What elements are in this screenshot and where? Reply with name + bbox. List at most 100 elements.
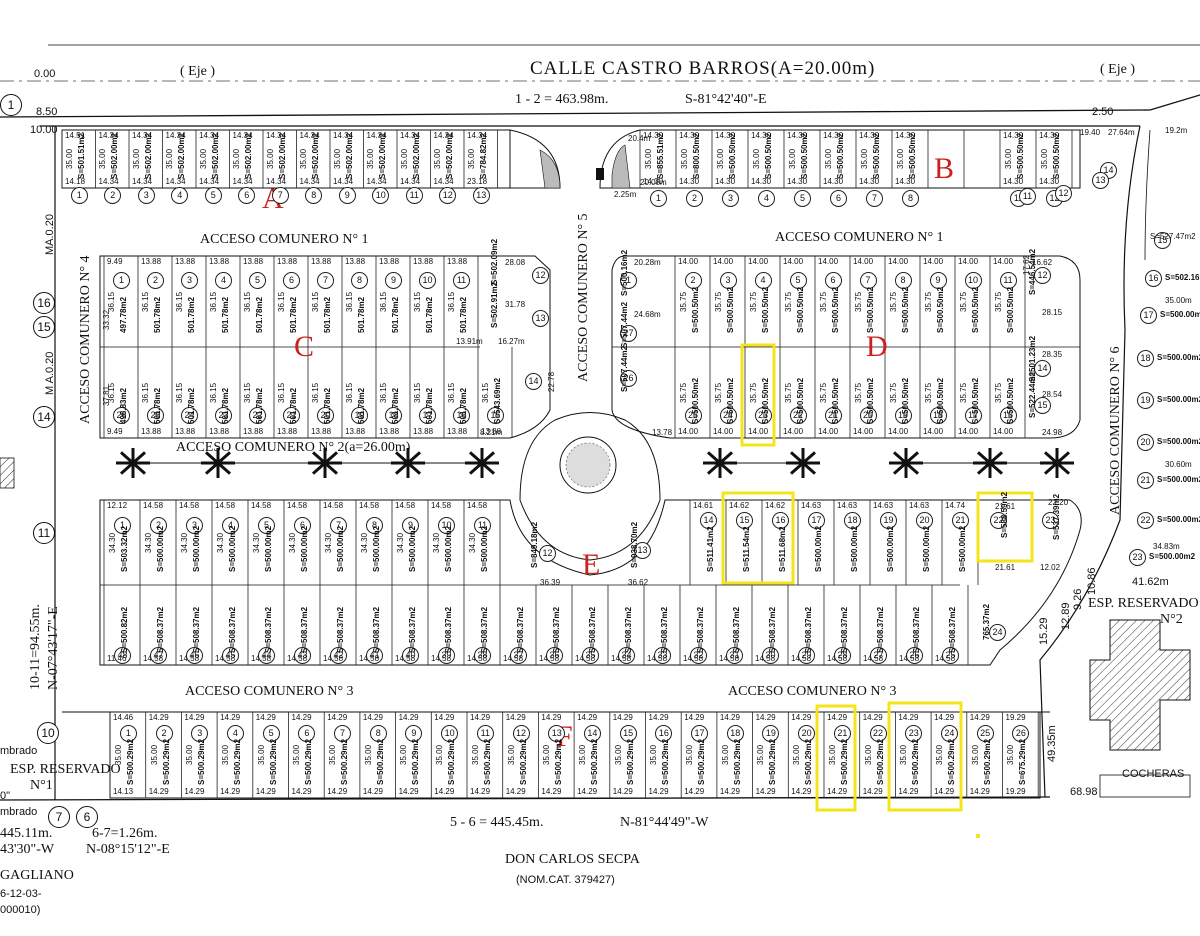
lot-dimension: 16.27m — [498, 337, 525, 346]
lot-dimension: 14.34 — [232, 131, 253, 140]
lot-dimension: 14.30 — [1003, 131, 1024, 140]
lot-dimension: 14.00 — [713, 427, 734, 436]
reserved-left-title: ESP. RESERVADO — [10, 762, 121, 777]
lot-area-label: S=500.50m2 — [690, 378, 700, 425]
lot-dimension: 14.58 — [467, 501, 488, 510]
lot-dimension: 35.00 — [232, 148, 242, 169]
lot-e-41: 41 — [366, 647, 383, 664]
lot-e-47: 47 — [150, 647, 167, 664]
lot-dimension: 35.75 — [923, 291, 933, 312]
lot-dimension: 35.00 — [824, 148, 833, 169]
lot-e-29: 29 — [798, 647, 815, 664]
lot-e-12: 12 — [539, 545, 556, 562]
lot-area-label: 501.78m2 — [357, 388, 366, 425]
lot-area-label: S=500.50m2 — [908, 133, 917, 180]
lot-e-26: 26 — [906, 647, 923, 664]
owner-name: DON CARLOS SECPA — [505, 852, 640, 867]
lot-e-11: 11 — [474, 517, 491, 534]
lot-dimension: 23.18 — [467, 177, 488, 186]
block-letter-e: E — [582, 548, 601, 581]
acceso-2: ACCESO COMUNERO N° 2(a=26.00m) — [176, 440, 411, 455]
left-partial-5: 000010) — [0, 904, 41, 916]
lot-f-20: 20 — [798, 725, 816, 742]
lot-dimension: 14.34 — [333, 131, 354, 140]
lot-dimension: 13.88 — [447, 427, 468, 436]
lot-dimension: 14.29 — [969, 713, 990, 722]
lot-dimension: 14.58 — [359, 501, 380, 510]
lot-dimension: 17.62 — [1022, 254, 1031, 275]
lot-dimension: 14.00 — [748, 257, 769, 266]
roundabout — [519, 412, 661, 561]
lot-dimension: 14.00 — [748, 427, 769, 436]
lot-dimension: 35.00 — [433, 148, 443, 169]
lot-dimension: 35.00 — [470, 744, 480, 765]
lot-dimension: 14.29 — [577, 787, 598, 796]
lot-area-label: S=500.00m2 — [444, 526, 453, 573]
lot-a-9: 9 — [338, 187, 356, 204]
lot-dimension: 14.29 — [362, 713, 383, 722]
cocheras-dim: 68.98 — [1070, 786, 1098, 798]
lot-dimension: 9.49 — [107, 257, 123, 266]
lot-dimension: 14.30 — [1003, 177, 1024, 186]
lot-dimension: 14.58 — [755, 654, 776, 663]
lot-area-label: S=500.29m2 — [625, 739, 635, 786]
lot-area-label: S=502.00m2 — [311, 133, 321, 180]
lot-area-label: S=500.29m2 — [946, 739, 956, 786]
lot-area-label: S=507.44m2 — [620, 345, 629, 392]
lot-area-label: S=502.00m2 — [277, 133, 287, 180]
lot-area-label: S=508.37m2 — [624, 606, 633, 653]
lot-dimension: 19.2m — [1165, 126, 1188, 135]
lot-dimension: 14.29 — [755, 713, 776, 722]
lot-area-label: S=508.37m2 — [696, 606, 705, 653]
lot-f-13: 13 — [548, 725, 566, 742]
lot-area-label: S=500.50m2 — [1005, 378, 1015, 425]
lot-area-label: 501.78m2 — [221, 388, 230, 425]
lot-e-35: 35 — [582, 647, 599, 664]
lot-area-label: S=500.50m2 — [725, 287, 735, 334]
left-partial-7: mbrado — [0, 806, 38, 818]
lot-dimension: 14.29 — [362, 787, 383, 796]
boundary-node-15: 15 — [33, 316, 55, 338]
lot-area-label: 501.78m2 — [391, 388, 400, 425]
lot-dimension: 19.29 — [1005, 713, 1026, 722]
lot-dimension: 28.08 — [505, 258, 526, 267]
lot-area-label: S=502.00m2 — [210, 133, 220, 180]
lot-b-3: 3 — [722, 190, 739, 207]
lot-dimension: 35.75 — [853, 291, 863, 312]
lot-dimension: 36.15 — [311, 382, 320, 403]
lot-dimension: 34.30 — [324, 532, 333, 553]
lot-area-label: 765.37m2 — [982, 603, 991, 640]
lot-f-4: 4 — [226, 725, 244, 742]
lot-dimension: 22.78 — [547, 371, 556, 392]
lot-dimension: 24.98 — [1042, 428, 1063, 437]
boundary-node-7: 7 — [48, 806, 70, 828]
lot-area-label: S=500.29m2 — [661, 739, 671, 786]
lot-c-24: 24 — [181, 407, 198, 424]
lot-area-label: S=500.50m2 — [795, 287, 805, 334]
lot-dimension: 35.00 — [185, 744, 195, 765]
lot-dimension: 13.88 — [345, 257, 366, 266]
lot-dimension: 14.34 — [299, 177, 320, 186]
lot-area-label: S=500.00m2 — [886, 526, 895, 573]
lot-d-14: 14 — [1034, 360, 1051, 377]
palm-tree-icon — [786, 448, 820, 478]
lot-dimension: 35.00 — [256, 744, 266, 765]
lot-dimension: 14.30 — [1039, 131, 1060, 140]
lot-dimension: 13.88 — [175, 427, 196, 436]
lot-dimension: 14.58 — [179, 501, 200, 510]
lot-right-12: 12 — [1055, 185, 1072, 202]
lot-area-label: S=508.37m2 — [516, 606, 525, 653]
lot-dimension: 14.30 — [859, 131, 880, 140]
lot-dimension: 14.63 — [873, 501, 894, 510]
lot-area-label: S=500.00m2 — [814, 526, 823, 573]
lot-dimension: 14.30 — [895, 177, 916, 186]
lot-dimension: 28.54 — [1042, 390, 1063, 399]
lot-e-9: 9 — [402, 517, 419, 534]
lot-d-9: 9 — [929, 272, 947, 289]
lot-area-label: S=502.00m2 — [445, 133, 455, 180]
lot-dimension: 13.88 — [243, 257, 264, 266]
lot-dimension: 14.29 — [505, 787, 526, 796]
lot-dimension: 13.88 — [379, 257, 400, 266]
lot-area-label: S=588.59m2 — [1000, 491, 1009, 538]
boundary-node-16: 16 — [33, 292, 55, 314]
